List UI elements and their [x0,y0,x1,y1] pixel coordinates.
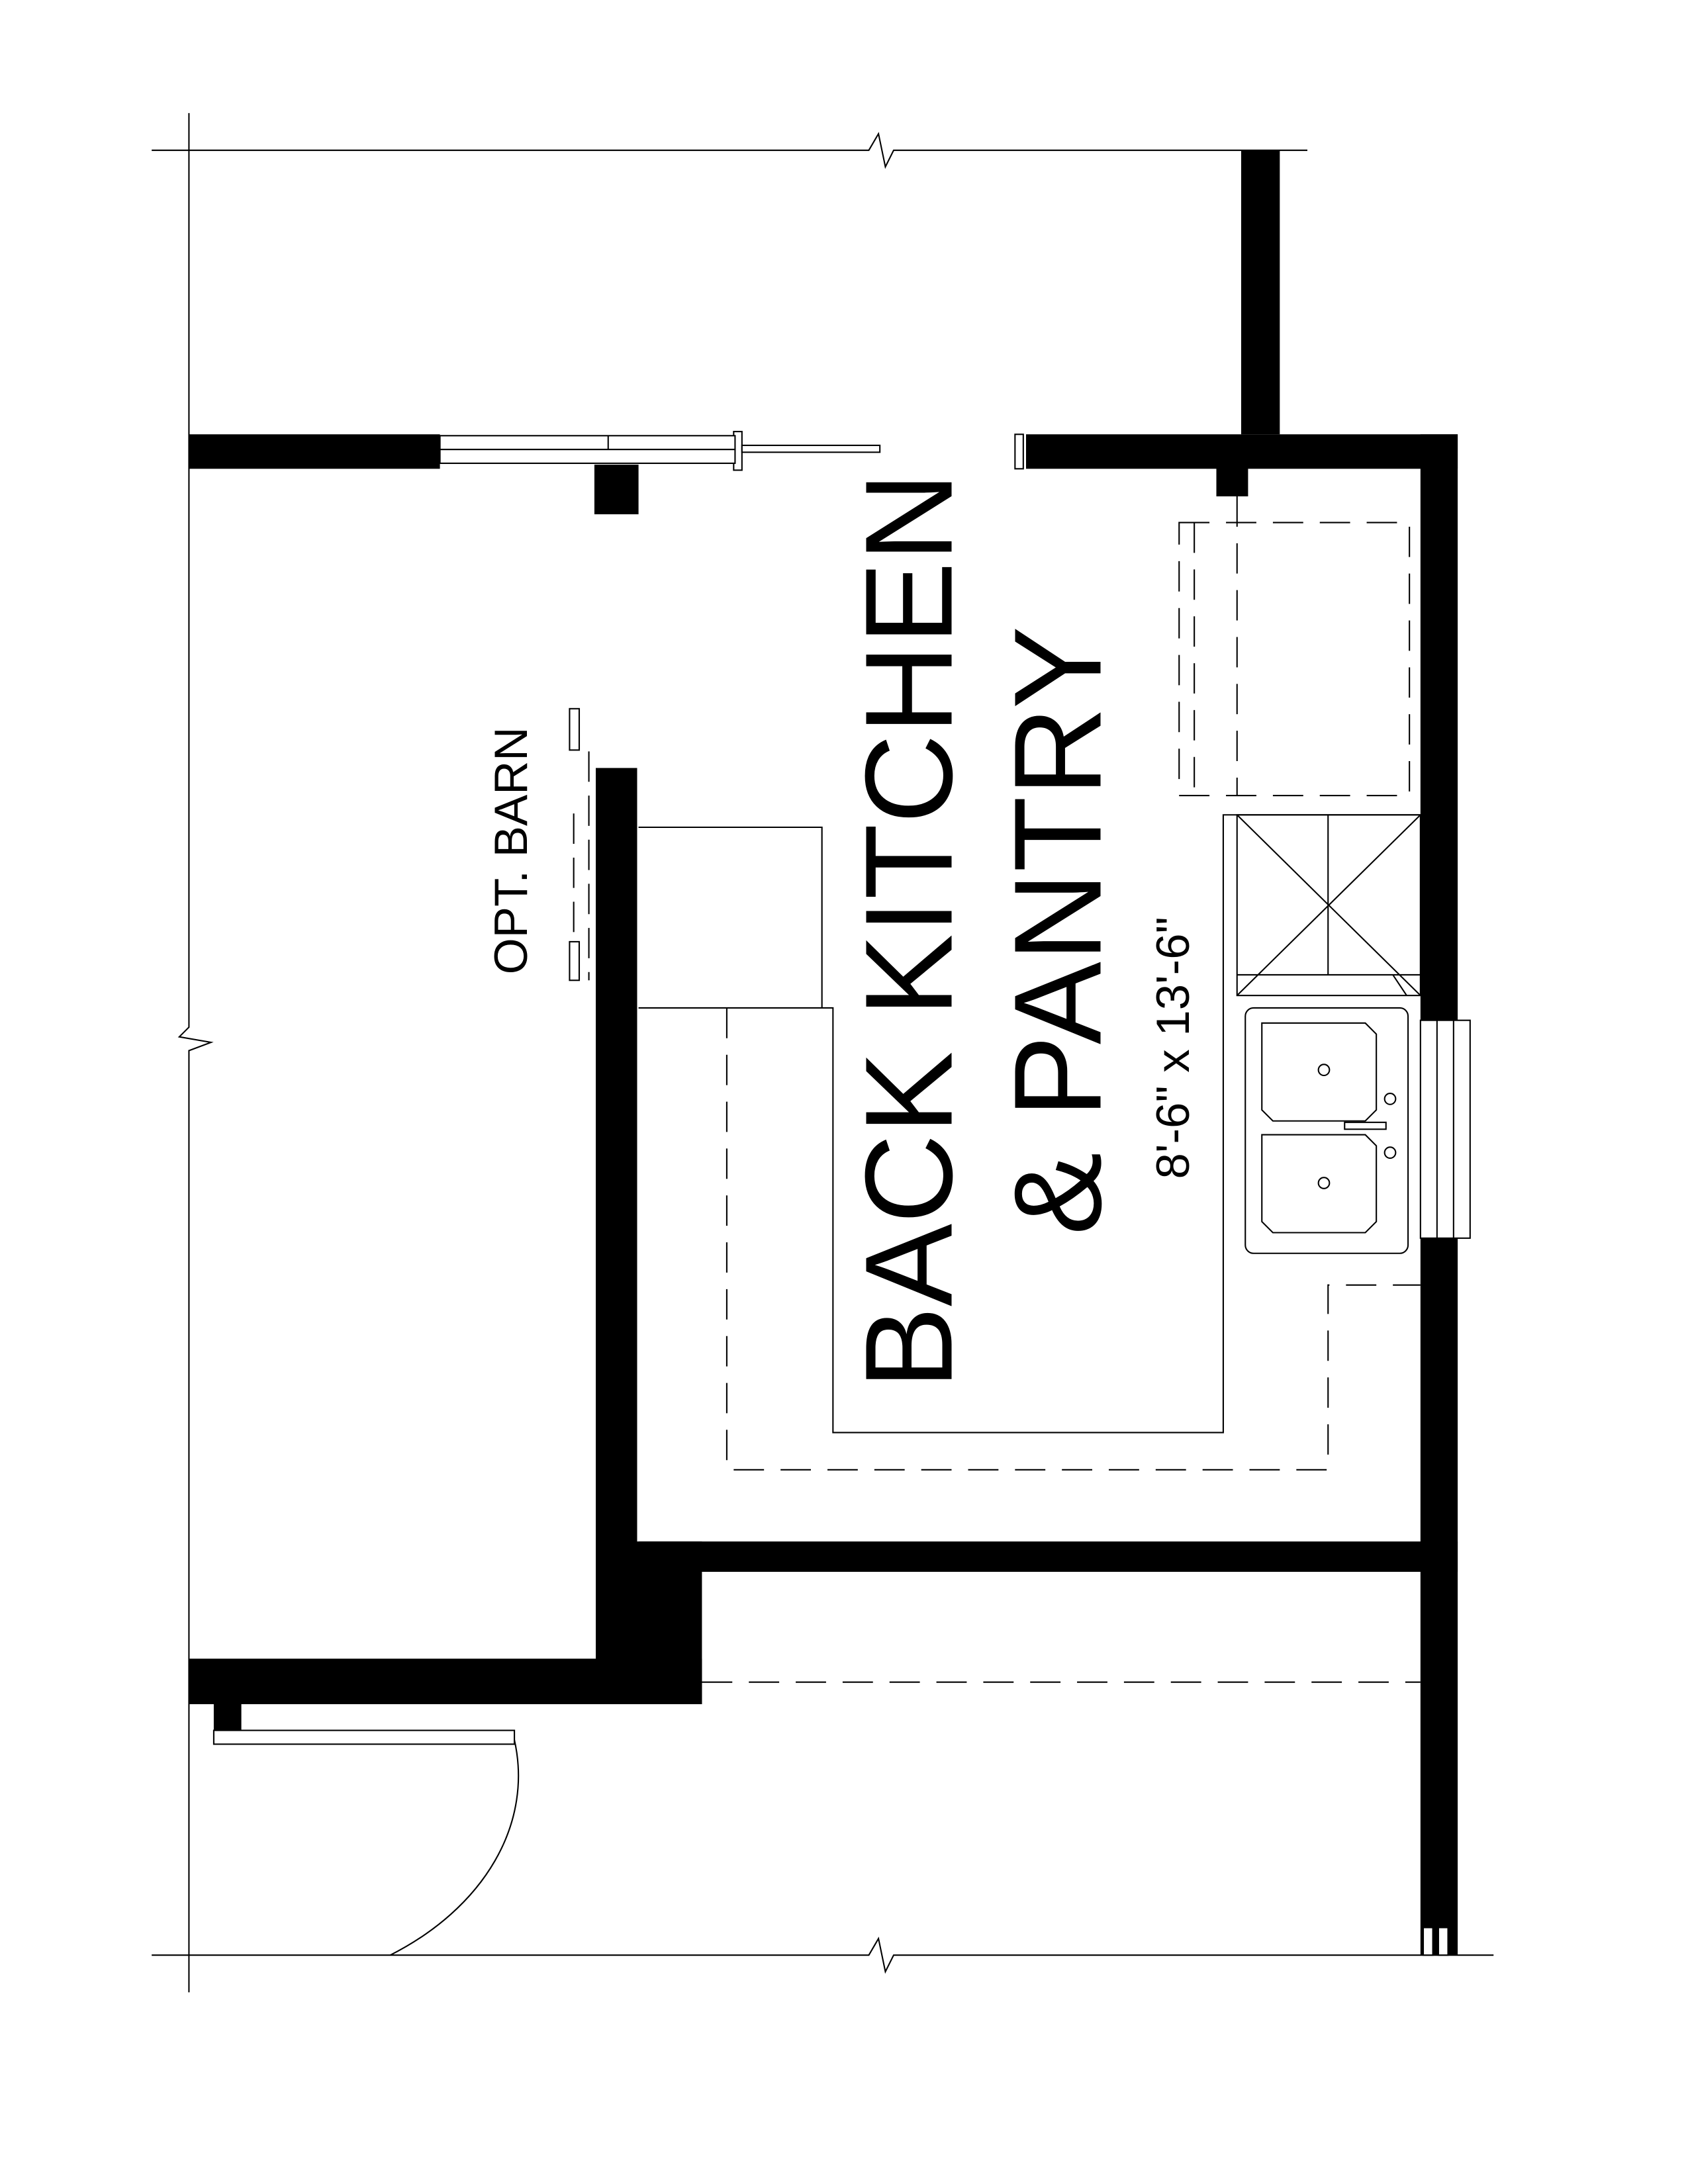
room-name-line2: & PANTRY [988,626,1127,1235]
right-wall-upper [1420,434,1458,1021]
exterior-door[interactable] [212,1729,520,1956]
range-cooktop [1236,814,1421,997]
break-lines [152,113,1494,1993]
divider-wall [638,1541,1458,1572]
room-name-line1: BACK KITCHEN [839,472,978,1389]
north-stub-wall [1241,150,1280,435]
door-jamb-small [213,1704,242,1732]
top-right-wall [1026,434,1458,469]
opt-barn-label: OPT. BARN [485,727,538,974]
door-jamb-block [594,465,639,515]
room-dimensions: 8'-6" x 13'-6" [1147,917,1199,1179]
window [1419,1019,1471,1239]
refrigerator [1178,496,1411,797]
right-wall-lower [1420,1238,1458,1956]
double-sink [1244,1007,1409,1254]
barn-door[interactable] [439,435,881,465]
opt-barn-door [569,707,590,981]
bottom-left-wall [189,1659,702,1704]
top-left-wall [189,434,440,469]
walls [189,150,1458,1956]
wall-end-cap [1014,433,1024,470]
inner-partition-wall [596,768,637,1666]
corner-nib [1216,466,1248,496]
wall-end-cap [1422,1927,1434,1956]
wall-end-cap [1437,1927,1449,1956]
